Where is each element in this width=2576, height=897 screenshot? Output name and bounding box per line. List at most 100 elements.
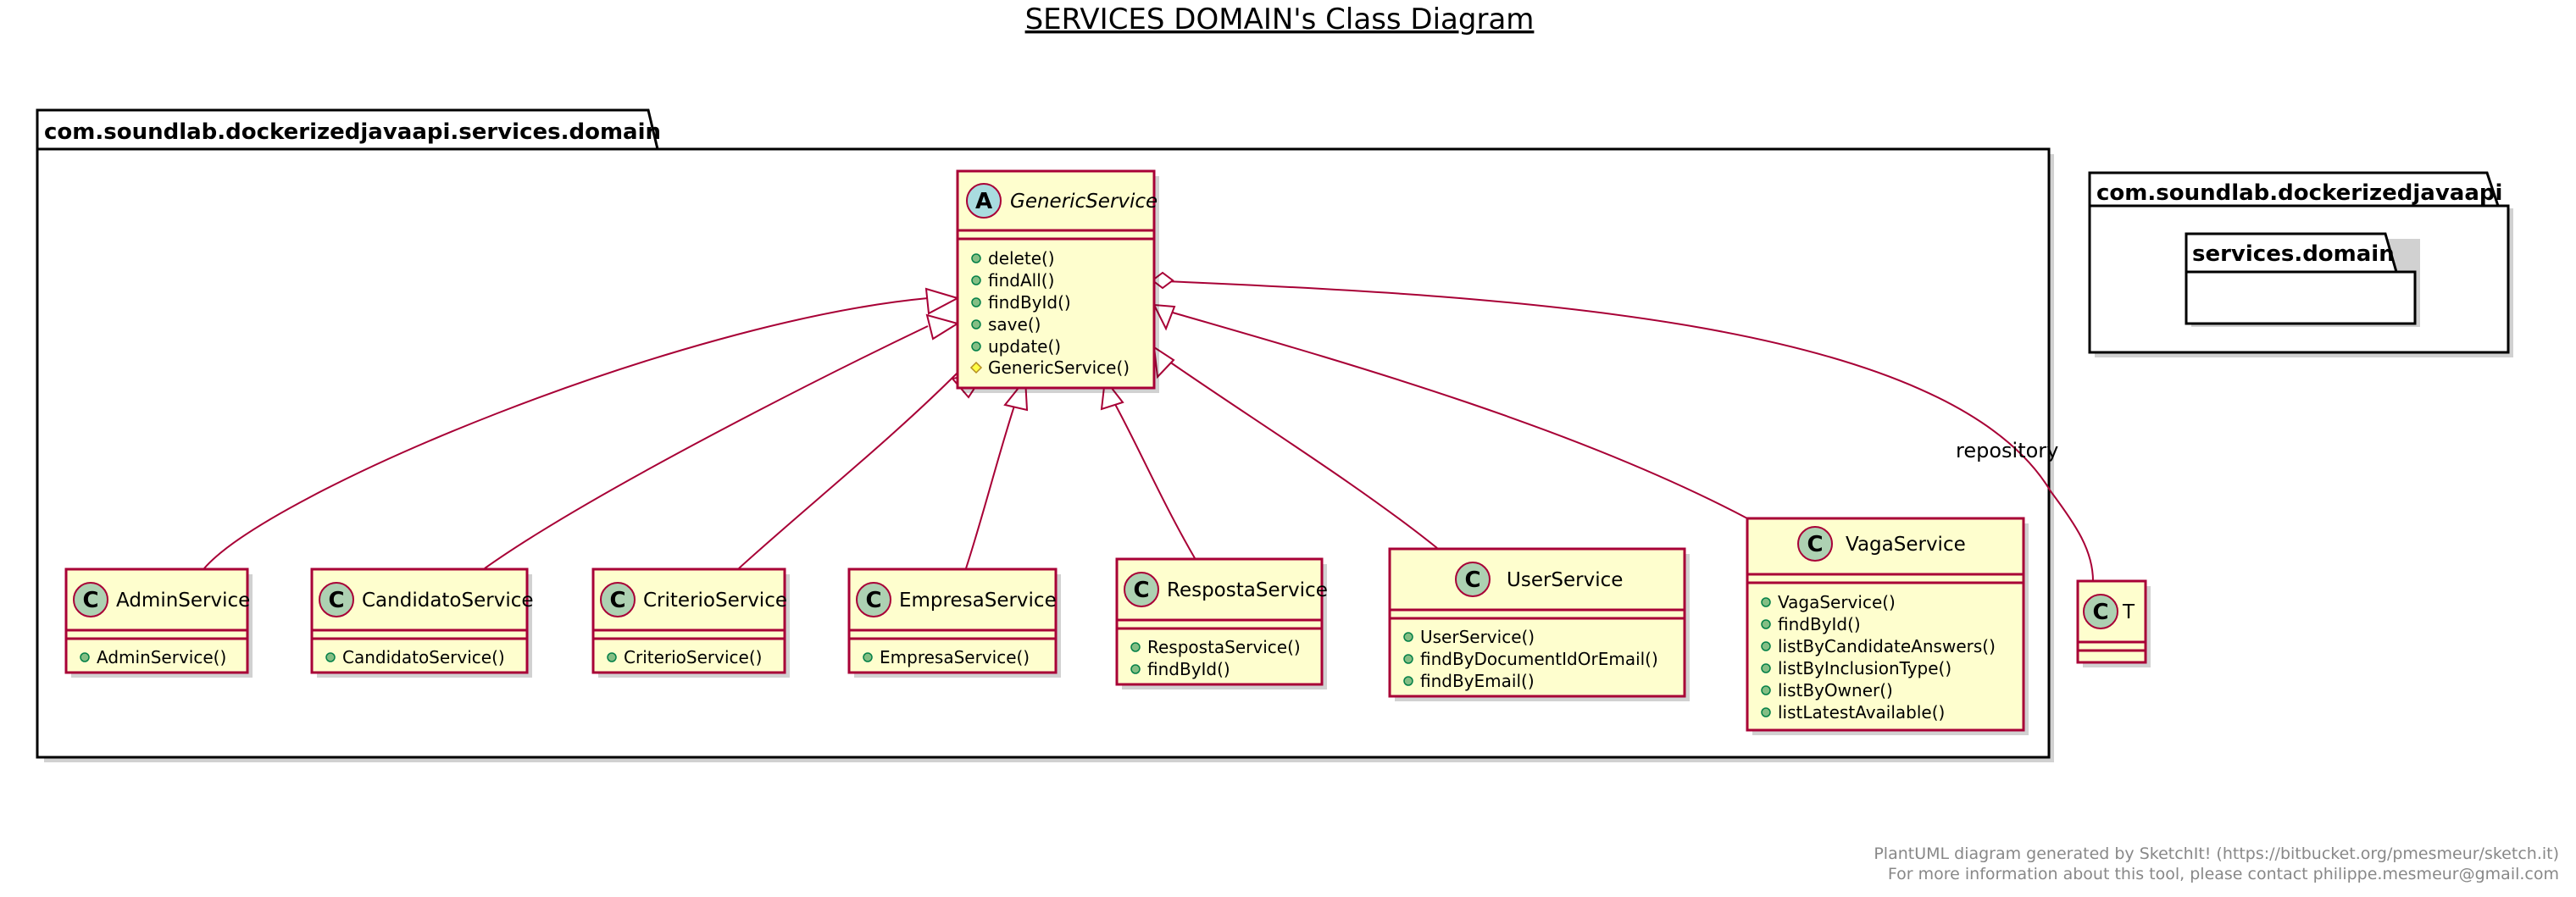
class-icon	[319, 582, 354, 617]
protected-visibility-icon	[969, 361, 983, 374]
method: findById()	[1778, 614, 1861, 634]
public-visibility-icon	[971, 253, 981, 263]
svg-text:A: A	[975, 189, 992, 214]
svg-text:C: C	[865, 588, 881, 613]
inheritance-arrow-icon	[924, 287, 960, 315]
method: update()	[988, 336, 1061, 357]
svg-text:C: C	[609, 588, 625, 613]
method: findById()	[988, 292, 1071, 313]
relation-label-repository: repository	[1956, 439, 2058, 462]
public-visibility-icon	[325, 652, 336, 662]
svg-text:C: C	[1133, 578, 1149, 603]
class-name: CandidatoService	[362, 590, 534, 612]
public-visibility-icon	[1403, 654, 1413, 664]
package-dockerizedjavaapi: com.soundlab.dockerizedjavaapi services.…	[2088, 171, 2513, 357]
method: EmpresaService()	[880, 647, 1030, 667]
public-visibility-icon	[971, 275, 981, 285]
public-visibility-icon	[1761, 641, 1771, 651]
method: listLatestAvailable()	[1778, 702, 1945, 723]
method: GenericService()	[988, 357, 1130, 378]
relations	[203, 280, 2094, 582]
edge-vaga-generic	[1160, 308, 1748, 519]
edge-candidato-generic	[484, 325, 929, 569]
method: listByInclusionType()	[1778, 658, 1951, 678]
method: UserService()	[1420, 627, 1535, 647]
public-visibility-icon	[1761, 685, 1771, 695]
public-visibility-icon	[1761, 597, 1771, 607]
svg-text:C: C	[328, 588, 344, 613]
class-user-service: C UserService UserService() findByDocume…	[1388, 547, 1690, 701]
class-t: C T	[2076, 579, 2151, 667]
package-label: services.domain	[2192, 241, 2395, 267]
method: CandidatoService()	[342, 647, 505, 667]
class-icon	[600, 582, 636, 617]
inheritance-arrow-icon	[1152, 346, 1175, 379]
public-visibility-icon	[971, 319, 981, 329]
public-visibility-icon	[1403, 632, 1413, 642]
class-name: T	[2122, 601, 2135, 623]
package-label: com.soundlab.dockerizedjavaapi.services.…	[44, 119, 661, 145]
class-generic-service: A GenericService delete() findAll() find…	[956, 169, 1159, 393]
svg-text:C: C	[1464, 568, 1480, 593]
class-name: CriterioService	[643, 590, 787, 612]
edge-admin-generic	[203, 297, 929, 569]
public-visibility-icon	[863, 652, 873, 662]
method: AdminService()	[97, 647, 226, 667]
method: findByDocumentIdOrEmail()	[1420, 649, 1658, 669]
class-vaga-service: C VagaService VagaService() findById() l…	[1746, 517, 2029, 735]
public-visibility-icon	[1403, 676, 1413, 686]
class-name: UserService	[1507, 569, 1623, 591]
class-icon	[73, 582, 108, 617]
class-candidato-service: C CandidatoService CandidatoService()	[310, 568, 534, 678]
method: findById()	[1147, 659, 1230, 679]
footer-generated-by: PlantUML diagram generated by SketchIt! …	[1874, 844, 2559, 863]
public-visibility-icon	[80, 652, 90, 662]
method: findByEmail()	[1420, 671, 1535, 691]
edge-empresa-generic	[965, 397, 1018, 569]
inheritance-arrow-icon	[1152, 303, 1176, 331]
class-empresa-service: C EmpresaService EmpresaService()	[847, 568, 1061, 678]
class-icon	[1455, 562, 1491, 597]
method: listByOwner()	[1778, 680, 1893, 700]
method: listByCandidateAnswers()	[1778, 636, 1996, 656]
abstract-class-icon	[966, 183, 1002, 219]
class-icon	[1797, 526, 1833, 562]
public-visibility-icon	[1761, 619, 1771, 629]
aggregation-diamond-icon	[1151, 271, 1174, 290]
class-name: GenericService	[1010, 191, 1158, 213]
svg-text:C: C	[82, 588, 98, 613]
public-visibility-icon	[971, 297, 981, 307]
class-admin-service: C AdminService AdminService()	[64, 568, 253, 678]
class-icon	[2083, 594, 2118, 629]
class-icon	[856, 582, 891, 617]
edge-criterio-generic	[738, 372, 958, 569]
class-name: EmpresaService	[899, 590, 1057, 612]
edge-user-generic	[1160, 355, 1438, 549]
method: RespostaService()	[1147, 637, 1301, 657]
class-resposta-service: C RespostaService RespostaService() find…	[1115, 557, 1328, 689]
edge-generic-t	[1164, 280, 2094, 582]
public-visibility-icon	[1761, 663, 1771, 673]
public-visibility-icon	[607, 652, 617, 662]
class-name: AdminService	[116, 590, 250, 612]
edge-resposta-generic	[1111, 397, 1196, 559]
method: save()	[988, 314, 1041, 335]
class-icon	[1124, 572, 1159, 607]
svg-text:C: C	[2092, 600, 2108, 625]
package-label: com.soundlab.dockerizedjavaapi	[2096, 180, 2502, 206]
method: VagaService()	[1778, 592, 1896, 612]
class-name: RespostaService	[1167, 579, 1328, 601]
footer-contact: For more information about this tool, pl…	[1888, 865, 2559, 883]
method: delete()	[988, 248, 1055, 269]
diagram-title: SERVICES DOMAIN's Class Diagram	[1025, 3, 1535, 36]
inheritance-arrow-icon	[925, 313, 960, 341]
class-name: VagaService	[1846, 534, 1966, 556]
method: findAll()	[988, 270, 1054, 291]
public-visibility-icon	[1130, 642, 1141, 652]
public-visibility-icon	[1761, 707, 1771, 717]
method: CriterioService()	[624, 647, 762, 667]
svg-text:C: C	[1807, 532, 1823, 557]
public-visibility-icon	[971, 341, 981, 352]
class-criterio-service: C CriterioService CriterioService()	[591, 568, 790, 678]
